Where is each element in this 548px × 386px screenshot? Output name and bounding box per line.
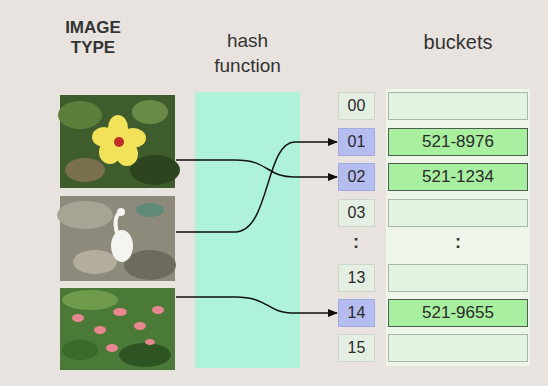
index-cell: 02	[338, 163, 375, 191]
column-heading: buckets	[393, 30, 523, 54]
empty-bucket	[389, 265, 528, 292]
plants-photo	[60, 288, 175, 370]
index-cell: 15	[338, 334, 375, 362]
bucket-cell: 521-8976	[388, 128, 528, 156]
cell-text: 01	[348, 133, 366, 151]
bucket-cell: 521-1234	[388, 163, 528, 191]
hash-arrow	[195, 297, 337, 313]
empty-bucket	[389, 200, 528, 227]
cell-text: 15	[348, 339, 366, 357]
cell-text: 03	[348, 204, 366, 222]
hash-arrow	[195, 160, 337, 177]
cell-text: 521-8976	[422, 132, 494, 152]
bucket-column	[386, 89, 530, 366]
bucket-cell: 521-9655	[388, 299, 528, 327]
lead-line	[176, 159, 195, 161]
function-heading: hash function	[195, 28, 300, 78]
empty-bucket	[389, 93, 528, 120]
index-cell: 03	[338, 199, 375, 227]
lead-line	[176, 296, 195, 298]
cell-text: 00	[348, 97, 366, 115]
bird-photo	[57, 196, 176, 281]
hash-arrow	[195, 142, 337, 232]
hash-function: hash function	[195, 92, 300, 368]
index-cell: 14	[338, 299, 375, 327]
index-cell: 13	[338, 264, 375, 292]
empty-bucket	[389, 335, 528, 362]
index-cell: 00	[338, 92, 375, 120]
cell-text: 02	[348, 168, 366, 186]
cell-text: 521-9655	[422, 303, 494, 323]
cell-text: 13	[348, 269, 366, 287]
hash-band	[195, 92, 300, 368]
ellipsis-mark: :	[443, 232, 473, 254]
column-heading: IMAGE TYPE	[47, 18, 139, 59]
index-cell: 01	[338, 128, 375, 156]
cell-text: 521-1234	[422, 167, 494, 187]
cell-text: 14	[348, 304, 366, 322]
ellipsis-mark: :	[341, 232, 371, 254]
lead-line	[176, 231, 195, 233]
flower-photo	[58, 95, 180, 188]
